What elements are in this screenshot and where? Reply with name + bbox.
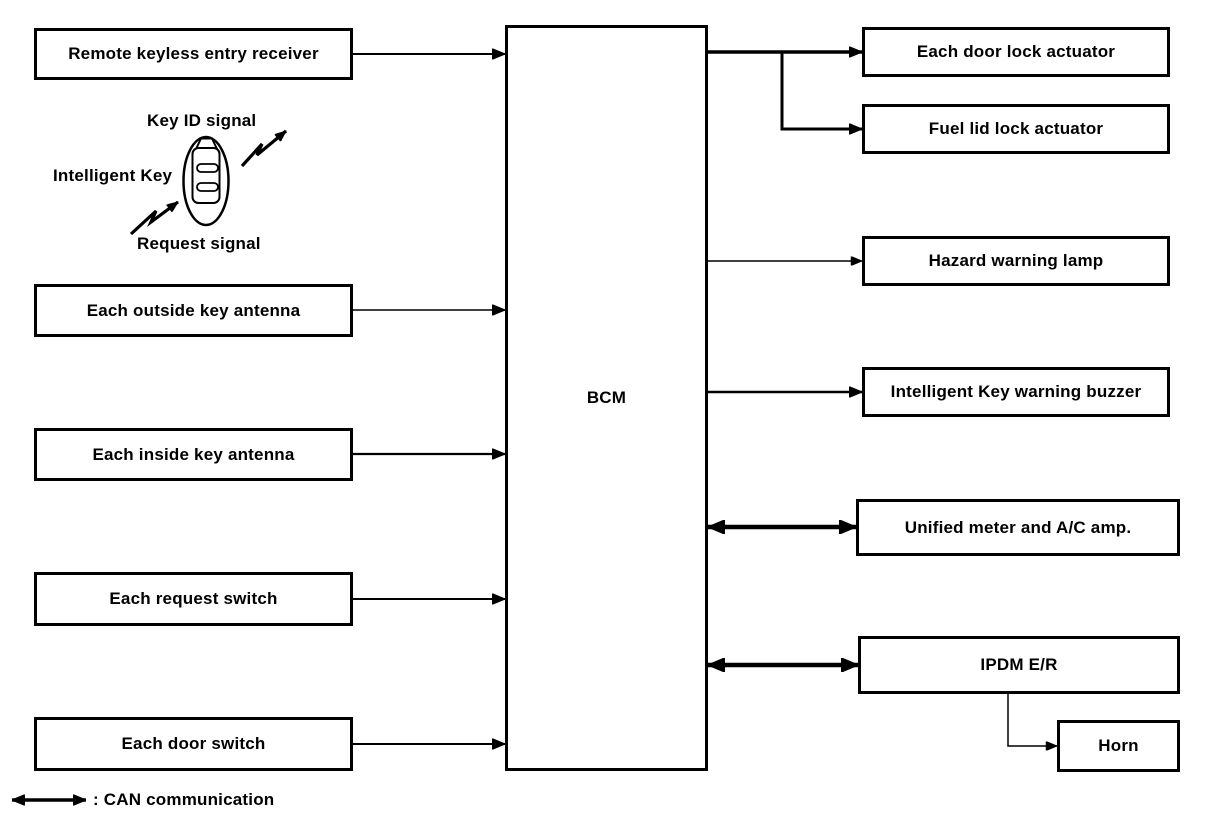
box-label: Each inside key antenna [92, 444, 295, 464]
bcm-label: BCM [586, 388, 627, 407]
intelligent-key-fob-icon [182, 135, 230, 227]
box-bcm: BCM [505, 25, 708, 771]
box-each-inside-key-antenna: Each inside key antenna [34, 428, 353, 481]
box-label: Each door switch [121, 734, 266, 753]
box-horn: Horn [1057, 720, 1180, 772]
request-signal-zigzag-arrow-icon [129, 200, 179, 236]
box-unified-meter-ac-amp: Unified meter and A/C amp. [856, 499, 1180, 556]
box-label: Fuel lid lock actuator [928, 119, 1104, 138]
box-ipdm-er: IPDM E/R [858, 636, 1180, 694]
arrow-branch-to-fuel-lid-actuator [780, 52, 862, 129]
arrow-ipdm-to-horn [1007, 694, 1057, 746]
key-id-signal-zigzag-arrow-icon [240, 129, 288, 168]
box-label: Remote keyless entry receiver [68, 44, 319, 63]
box-label: Hazard warning lamp [928, 251, 1104, 270]
box-intelligent-key-warning-buzzer: Intelligent Key warning buzzer [862, 367, 1170, 417]
box-hazard-warning-lamp: Hazard warning lamp [862, 236, 1170, 286]
key-id-signal-label: Key ID signal [147, 111, 257, 130]
box-each-outside-key-antenna: Each outside key antenna [34, 284, 353, 337]
box-label: Each request switch [109, 589, 278, 608]
intelligent-key-label: Intelligent Key [53, 166, 173, 185]
box-each-request-switch: Each request switch [34, 572, 353, 626]
request-signal-label: Request signal [137, 234, 261, 253]
box-each-door-lock-actuator: Each door lock actuator [862, 27, 1170, 77]
box-remote-keyless-entry-receiver: Remote keyless entry receiver [34, 28, 353, 80]
can-communication-legend-label: : CAN communication [93, 790, 275, 809]
box-label: Unified meter and A/C amp. [904, 517, 1132, 537]
box-each-door-switch: Each door switch [34, 717, 353, 771]
box-label: IPDM E/R [980, 655, 1058, 674]
box-label: Each door lock actuator [916, 42, 1116, 61]
box-fuel-lid-lock-actuator: Fuel lid lock actuator [862, 104, 1170, 154]
box-label: Each outside key antenna [86, 300, 301, 320]
box-label: Intelligent Key warning buzzer [890, 382, 1142, 401]
box-label: Horn [1098, 736, 1139, 755]
